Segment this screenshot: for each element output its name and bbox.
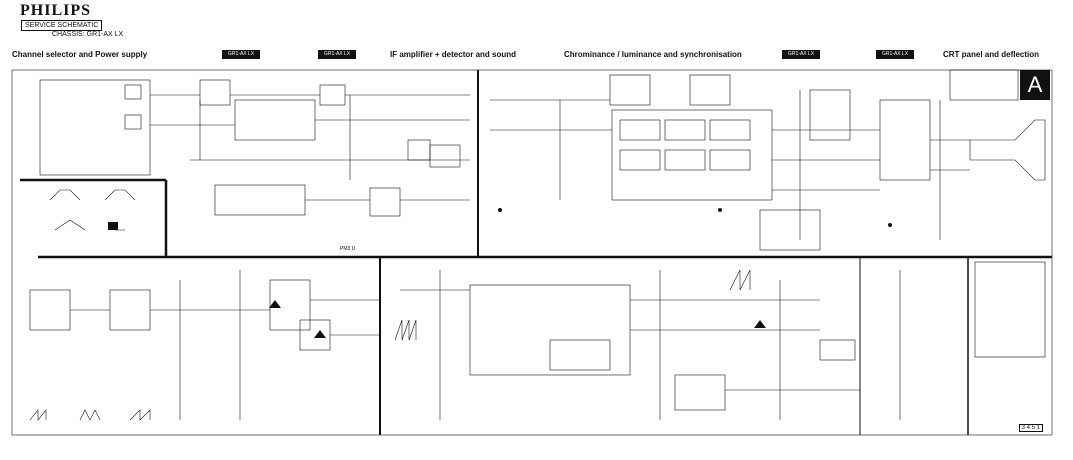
section-tag-4: GR1-AX LX (876, 50, 915, 59)
chassis-label: CHASSIS: GR1-AX LX (52, 31, 124, 38)
crt-tube (969, 119, 1046, 181)
panel-badge: A (1020, 70, 1050, 100)
tuner-block (39, 79, 151, 176)
brand-logo: PHILIPS (20, 2, 92, 19)
schematic-border (11, 69, 1053, 436)
crt-legend-box (974, 261, 1046, 358)
section-tag-2: GR1-AX LX (318, 50, 357, 59)
section-title-crt-panel: CRT panel and deflection (943, 50, 1040, 59)
sound-ic-block (214, 184, 306, 216)
section-title-if-amplifier: IF amplifier + detector and sound (390, 50, 517, 59)
document-subtitle: SERVICE SCHEMATIC (21, 20, 103, 31)
page-number: 3 4 5 1 (1018, 424, 1043, 432)
chroma-ic-block (611, 109, 773, 201)
if-ic-block (234, 99, 316, 141)
pm-label: PM3 U (340, 246, 356, 252)
section-tag-3: GR1-AX LX (782, 50, 821, 59)
section-title-chrominance: Chrominance / luminance and synchronisat… (564, 50, 742, 59)
section-tag-1: GR1-AX LX (222, 50, 261, 59)
section-title-channel-selector: Channel selector and Power supply (12, 50, 148, 59)
bridge-rectifier (109, 289, 151, 331)
